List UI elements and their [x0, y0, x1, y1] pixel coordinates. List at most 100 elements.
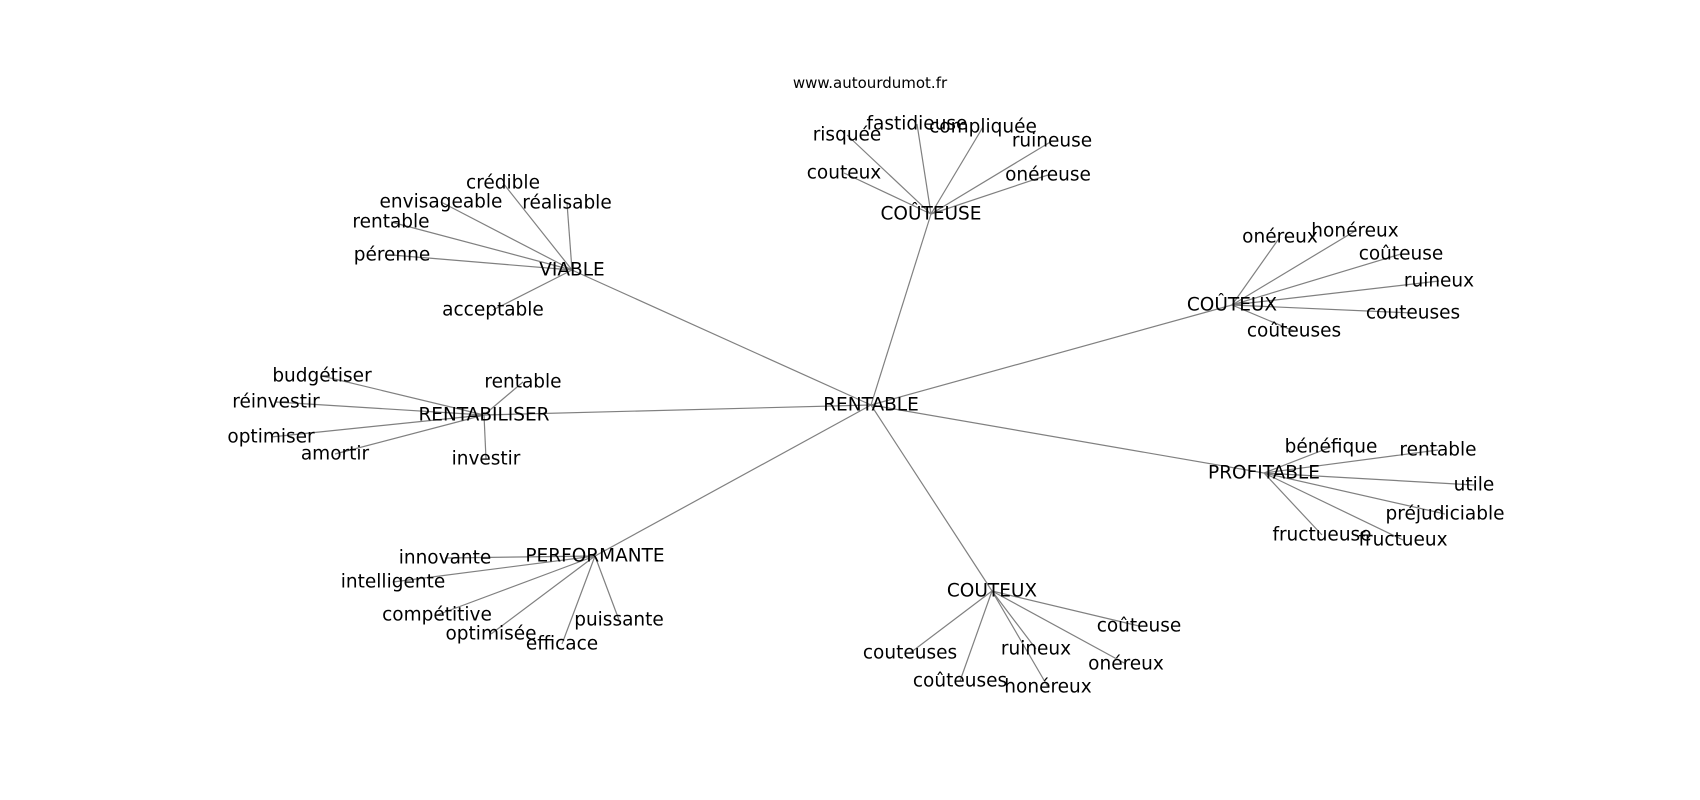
edge-performante-leaf [594, 555, 620, 621]
leaf-node-label: couteuses [1366, 303, 1460, 324]
leaf-node-label: intelligente [341, 572, 445, 593]
edge-rentabiliser-leaf [321, 375, 485, 416]
leaf-node-label: pérenne [354, 245, 431, 266]
leaf-node-label: coûteuse [1097, 616, 1182, 637]
leaf-node-label: ruineux [1404, 271, 1474, 292]
leaf-node-label: risquée [813, 125, 882, 146]
edge-viable-leaf [492, 269, 573, 311]
edge-profitable-leaf [1263, 449, 1439, 474]
graph-edges [270, 123, 1475, 688]
leaf-node-label: rentable [484, 372, 561, 393]
edge-performante-leaf [392, 555, 596, 583]
leaf-node-label: fastidieuse [867, 114, 968, 135]
edge-viable-leaf [390, 221, 573, 271]
edge-performante-leaf [490, 555, 596, 635]
leaf-node-label: coûteuse [1359, 244, 1444, 265]
group-node-label-performante: PERFORMANTE [525, 546, 664, 567]
edge-center-to-couteuse [870, 213, 932, 406]
edge-couteuse-leaf [916, 123, 932, 215]
edge-center-to-couteux-accent [870, 304, 1233, 406]
group-node-label-profitable: PROFITABLE [1208, 463, 1320, 484]
leaf-node-label: réalisable [522, 193, 611, 214]
leaf-node-label: acceptable [442, 300, 544, 321]
edge-center-to-rentabiliser [483, 404, 872, 416]
leaf-node-label: optimisée [445, 624, 536, 645]
group-node-label-couteuse: COÛTEUSE [881, 203, 982, 225]
leaf-node-label: compliquée [929, 117, 1037, 138]
source-credit: www.autourdumot.fr [793, 74, 948, 92]
edge-couteux-leaf [991, 590, 1049, 688]
leaf-node-label: envisageable [380, 192, 503, 213]
leaf-node-label: fructueux [1358, 530, 1447, 551]
edge-rentabiliser-leaf [275, 401, 485, 416]
leaf-node-label: efficace [526, 634, 598, 655]
edge-couteux-leaf [991, 590, 1127, 665]
edge-rentabiliser-leaf [334, 414, 485, 455]
leaf-node-label: onéreux [1088, 654, 1164, 675]
edge-profitable-leaf [1263, 472, 1404, 541]
edge-couteux-accent-leaf [1231, 304, 1414, 314]
leaf-node-label: budgétiser [272, 366, 372, 387]
edge-couteuse-leaf [843, 172, 932, 215]
leaf-node-label: compétitive [382, 605, 492, 626]
edge-profitable-leaf [1263, 472, 1446, 515]
edge-viable-leaf [566, 202, 573, 271]
edge-profitable-leaf [1263, 472, 1475, 486]
edge-performante-leaf [561, 555, 596, 645]
leaf-node-label: optimiser [227, 427, 315, 448]
leaf-node-label: innovante [399, 548, 492, 569]
edge-viable-leaf [440, 201, 573, 271]
edge-center-to-couteux [870, 404, 993, 592]
graph-labels: RENTABLE COÛTEUSE risquéefastidieusecompli… [227, 114, 1504, 698]
edge-couteux-leaf [959, 590, 993, 682]
edge-rentabiliser-leaf [483, 414, 487, 460]
edge-couteux-accent-leaf [1231, 236, 1281, 306]
center-node-label: RENTABLE [823, 395, 919, 416]
leaf-node-label: rentable [1399, 440, 1476, 461]
group-node-label-viable: VIABLE [539, 260, 604, 281]
leaf-node-label: honéreux [1004, 677, 1091, 698]
leaf-node-label: amortir [301, 444, 370, 465]
leaf-node-label: rentable [352, 212, 429, 233]
edge-profitable-leaf [1263, 472, 1323, 536]
leaf-node-label: investir [452, 449, 521, 470]
leaf-node-label: honéreux [1311, 221, 1398, 242]
leaf-node-label: ruineuse [1012, 131, 1092, 152]
leaf-node-label: ruineux [1001, 639, 1071, 660]
edge-viable-leaf [502, 182, 573, 271]
leaf-node-label: utile [1454, 475, 1495, 496]
edge-center-to-performante [594, 404, 872, 557]
edge-couteux-accent-leaf [1231, 280, 1440, 306]
leaf-node-label: fructueuse [1272, 525, 1371, 546]
leaf-node-label: couteux [807, 163, 882, 184]
edge-center-to-profitable [870, 404, 1265, 474]
leaf-node-label: onéreuse [1005, 165, 1091, 186]
leaf-node-label: couteuses [863, 643, 957, 664]
edge-performante-leaf [444, 555, 596, 559]
group-node-label-couteux-accent: COÛTEUX [1187, 294, 1278, 316]
edge-couteux-leaf [909, 590, 993, 654]
leaf-node-label: réinvestir [232, 392, 320, 413]
edge-couteux-accent-leaf [1231, 230, 1356, 306]
edge-couteux-accent-leaf [1231, 253, 1402, 306]
edge-couteux-accent-leaf [1231, 304, 1295, 332]
leaf-node-label: préjudiciable [1386, 504, 1505, 525]
edge-performante-leaf [436, 555, 596, 616]
group-node-label-rentabiliser: RENTABILISER [418, 405, 549, 426]
leaf-node-label: puissante [574, 610, 664, 631]
leaf-node-label: coûteuses [913, 671, 1007, 692]
group-node-label-couteux: COUTEUX [947, 581, 1038, 602]
leaf-node-label: bénéfique [1285, 437, 1378, 458]
edge-couteuse-leaf [930, 140, 1053, 215]
leaf-node-label: onéreux [1242, 227, 1318, 248]
edge-viable-leaf [391, 254, 573, 271]
edge-couteuse-leaf [930, 174, 1049, 215]
edge-couteuse-leaf [930, 126, 984, 215]
leaf-node-label: coûteuses [1247, 321, 1341, 342]
edge-couteuse-leaf [846, 134, 932, 215]
edge-profitable-leaf [1263, 446, 1332, 474]
edge-couteux-leaf [991, 590, 1037, 650]
edge-rentabiliser-leaf [483, 381, 524, 416]
edge-rentabiliser-leaf [270, 414, 485, 438]
